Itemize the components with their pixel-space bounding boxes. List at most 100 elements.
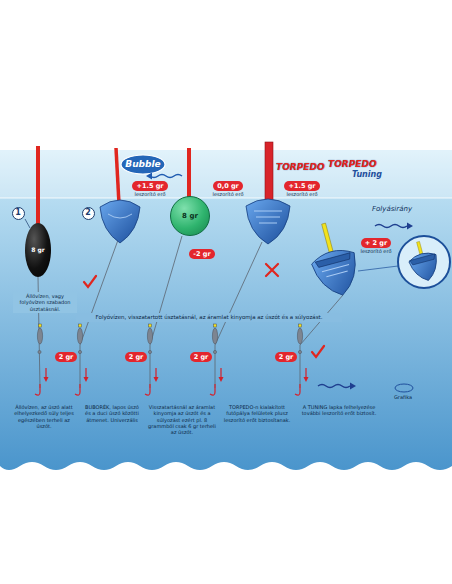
floats (100, 199, 364, 301)
caption: A TUNING lapka felhelyezése további lesz… (298, 404, 380, 417)
step-number: 2 (82, 207, 95, 220)
credit: Grafika (394, 395, 412, 400)
force-arrow (46, 368, 306, 378)
note-text: Állóvízen, vagy folyóvízen szabadon úszt… (13, 292, 77, 313)
hooks (35, 368, 309, 395)
weight-value: 2 gr (55, 352, 78, 362)
arrowhead (350, 383, 356, 390)
tuning-float (302, 218, 364, 301)
force-arrowhead (44, 377, 309, 382)
leader-line (25, 219, 30, 228)
float-body (408, 250, 442, 284)
arrowhead (407, 223, 413, 230)
force-caption: leszorító erő (361, 249, 392, 254)
zoom-float (405, 238, 442, 284)
weights (37, 324, 302, 354)
float-weight: 8 gr (31, 247, 45, 253)
weight-value: +1.5 gr (284, 181, 319, 191)
check-mark (312, 346, 324, 357)
brand-logo: TORPEDO (276, 163, 325, 172)
hook (75, 384, 80, 395)
hook (35, 384, 40, 395)
weight-value: +1.5 gr (132, 181, 167, 191)
shot (213, 350, 216, 353)
antenna (36, 146, 40, 226)
hook (295, 384, 300, 395)
float-body (310, 246, 364, 301)
antennas (36, 142, 273, 226)
stopper (79, 324, 82, 327)
step-number: 1 (12, 207, 25, 220)
wave-arrow (375, 225, 407, 228)
weight-value: 0,0 gr (213, 181, 243, 191)
caption: Állóvízen, az úszó alatt elhelyezkedő sú… (10, 404, 78, 429)
ball-float: 8 gr (170, 196, 210, 236)
weight-badge: + 2 grleszorító erő (361, 238, 392, 254)
weight-value: 2 gr (125, 352, 148, 362)
bubble-logo (121, 155, 165, 174)
wave-arrow (150, 175, 182, 178)
arrowhead (146, 173, 152, 180)
shot (298, 350, 301, 353)
current-arrows (146, 173, 413, 390)
hook (145, 384, 150, 395)
lead-weight (297, 328, 302, 344)
callout-number: 2 (85, 209, 91, 217)
wave-arrow (318, 385, 350, 388)
lead-weight (37, 328, 42, 344)
shot (38, 350, 41, 353)
water (0, 150, 452, 470)
water-body (0, 150, 452, 470)
force-caption: leszorító erő (135, 192, 166, 197)
weight-value: + 2 gr (361, 238, 391, 248)
logo-mark (395, 384, 413, 392)
weight-value: -2 gr (189, 249, 214, 259)
shot (148, 350, 151, 353)
weight-badge: -2 gr (189, 249, 214, 259)
float-ridges (322, 264, 351, 277)
weight-badge: +1.5 grleszorító erő (132, 181, 167, 197)
float-body: 8 gr (25, 223, 51, 277)
air-band (0, 150, 452, 198)
fishing-lines (25, 219, 398, 388)
bubble-float (100, 200, 140, 243)
weight-badge: 0,0 grleszorító erő (213, 181, 244, 197)
callout-number: 1 (15, 209, 21, 217)
brand-logo: TORPEDO (328, 160, 377, 169)
cross-mark (266, 264, 278, 276)
logo-cloud (121, 155, 165, 174)
leader-line (358, 266, 398, 271)
lead-weight (147, 328, 152, 344)
force-caption: leszorító erő (287, 192, 318, 197)
float-ridges (254, 211, 282, 223)
stopper (214, 324, 217, 327)
weight-value: 2 gr (190, 352, 213, 362)
lead-weight (212, 328, 217, 344)
line (150, 236, 182, 388)
caption: BUBORÉK, lapos úszó és a duci úszó közöt… (83, 404, 141, 423)
weight-badge: 2 gr (275, 352, 298, 362)
lead-weight (77, 328, 82, 344)
weight-badge: +1.5 grleszorító erő (284, 181, 319, 197)
float-detail (108, 214, 132, 218)
flow-direction: Folyásirány (372, 206, 412, 213)
stopper (299, 324, 302, 327)
brand-logo: Tuning (352, 171, 382, 179)
float-weight: 8 gr (182, 213, 198, 220)
torpedo-float (246, 199, 290, 244)
weight-value: 2 gr (275, 352, 298, 362)
brand-logo: Bubble (124, 160, 162, 169)
check-mark (84, 276, 96, 287)
weight-badge: 2 gr (125, 352, 148, 362)
antenna (116, 148, 119, 204)
tuning-plate (410, 254, 436, 266)
stopper (39, 324, 42, 327)
shot (78, 350, 81, 353)
note-text: Folyóvízen, visszatartott úsztatásnál, a… (76, 313, 342, 322)
stopper (149, 324, 152, 327)
force-caption: leszorító erő (213, 192, 244, 197)
caption: Visszatartásnál az áramlat kinyomja az ú… (146, 404, 218, 435)
zoom-circle (398, 236, 450, 288)
weight-badge: 2 gr (55, 352, 78, 362)
